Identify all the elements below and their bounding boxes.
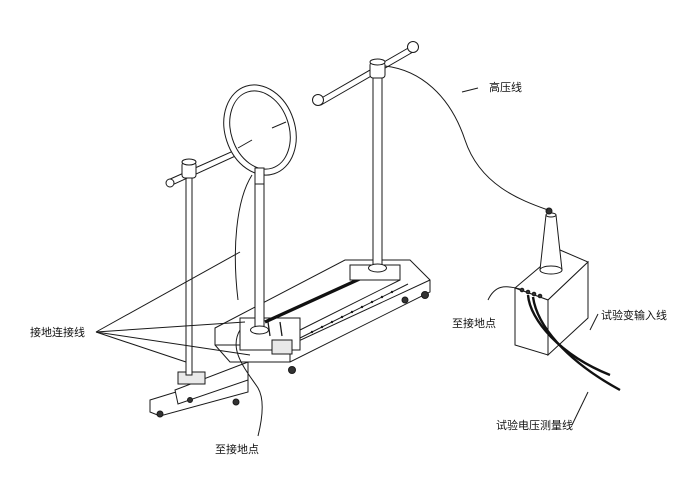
label-ground-point-bottom: 至接地点: [215, 443, 259, 456]
ring-electrode-pole: [223, 84, 297, 337]
high-voltage-pole: [312, 41, 419, 273]
ground-wire-bottom: [235, 329, 263, 437]
transformer-terminals: [519, 287, 543, 299]
left-stand-base: [149, 361, 249, 418]
label-transformer-input-wire: 试验变输入线: [601, 309, 667, 322]
ground-wire-transformer: [487, 286, 521, 301]
left-stand-pole: [165, 147, 243, 376]
label-high-voltage-wire: 高压线: [489, 81, 522, 94]
ring-to-ground-wire: [234, 174, 253, 301]
wires: [234, 65, 549, 437]
main-cart-base: [214, 259, 431, 374]
leader-lines: [95, 87, 599, 426]
label-ground-point-transformer: 至接地点: [452, 317, 496, 330]
high-voltage-wire: [384, 65, 549, 211]
label-ground-connection-wire: 接地连接线: [30, 326, 85, 339]
label-voltage-measure-wire: 试验电压测量线: [496, 419, 573, 432]
rail-holes: [310, 290, 394, 334]
test-transformer: [514, 207, 621, 392]
